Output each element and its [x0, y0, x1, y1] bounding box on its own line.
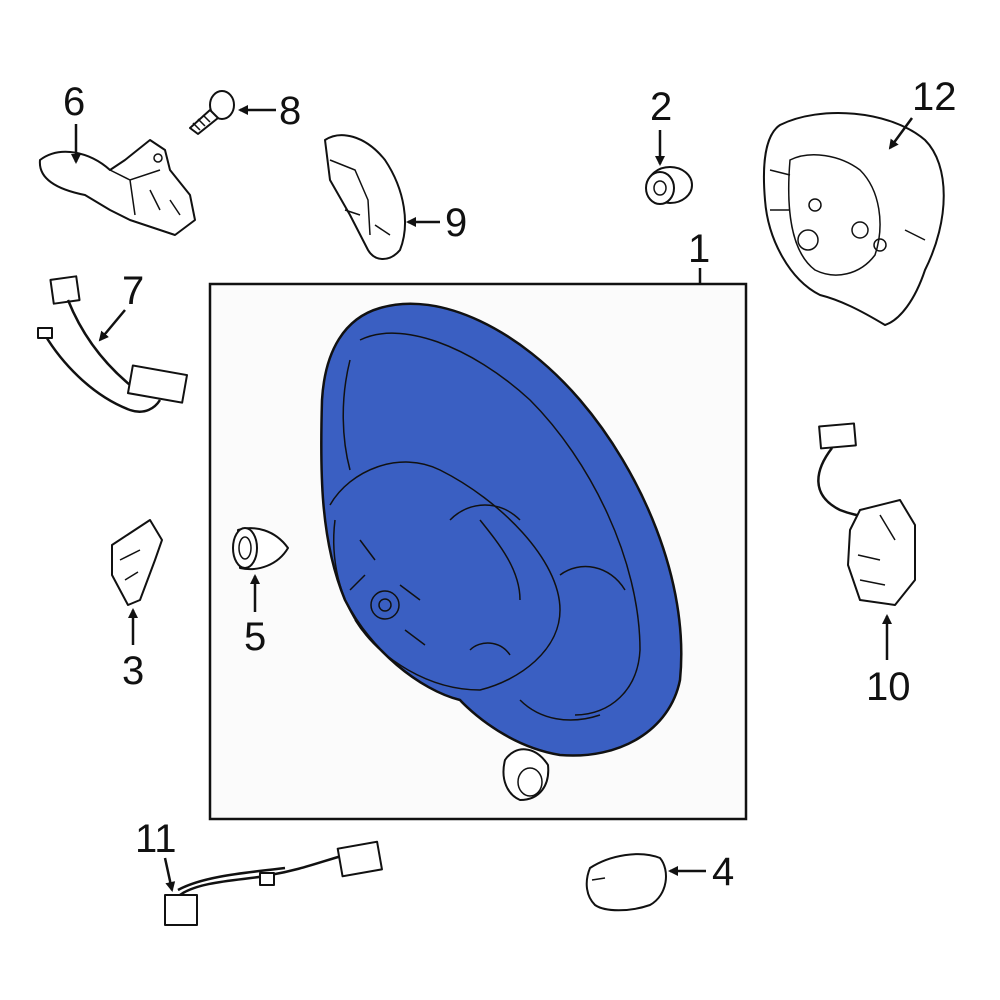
callout-5: 5	[244, 615, 266, 659]
part-7-wiring[interactable]	[37, 275, 189, 413]
part-5-plug-lower[interactable]	[502, 748, 550, 801]
callout-2: 2	[650, 85, 672, 129]
callout-12: 12	[912, 75, 957, 119]
callout-10: 10	[866, 665, 911, 709]
part-5-plug[interactable]	[232, 527, 289, 570]
leader-7	[98, 309, 126, 342]
part-6-switch[interactable]	[38, 139, 196, 236]
callout-4: 4	[712, 850, 734, 894]
callout-7: 7	[122, 269, 144, 313]
steering-wheel[interactable]	[319, 302, 683, 757]
part-8-bolt[interactable]	[189, 90, 235, 135]
steering-wheel-body[interactable]	[319, 302, 683, 757]
callout-1: 1	[688, 227, 710, 271]
part-12-airbag-module[interactable]	[762, 112, 945, 326]
part-3-bracket[interactable]	[111, 519, 163, 606]
leader-12	[888, 117, 914, 150]
part-11-harness[interactable]	[164, 840, 383, 926]
callout-11: 11	[135, 817, 177, 861]
callout-8: 8	[279, 89, 301, 133]
part-10-switch[interactable]	[817, 422, 916, 606]
callout-3: 3	[122, 649, 144, 693]
part-4-cover[interactable]	[585, 853, 667, 912]
callout-9: 9	[445, 201, 467, 245]
leader-11	[163, 857, 176, 892]
callout-6: 6	[63, 80, 85, 124]
part-9-clip[interactable]	[324, 134, 406, 260]
part-2-bushing[interactable]	[645, 166, 693, 205]
